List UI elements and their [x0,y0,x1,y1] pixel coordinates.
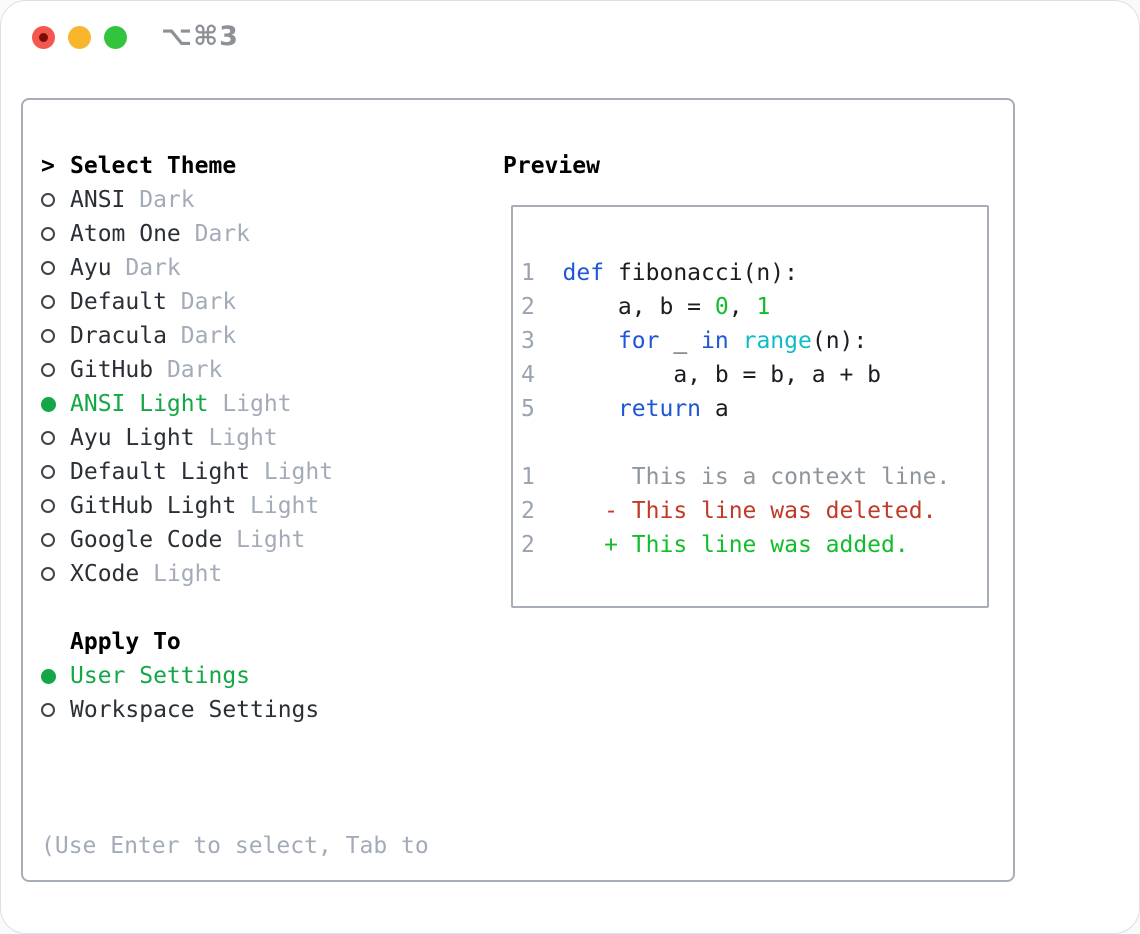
theme-option[interactable]: XCode Light [41,557,429,591]
theme-name: Ayu [70,255,112,281]
theme-variant: Light [263,459,334,485]
hint-line: (Use Enter to select, Tab to [41,833,429,859]
titlebar: ⌥⌘3 [1,1,1139,73]
preview-box: 1 def fibonacci(n): 2 a, b = 0, 1 3 for _ … [511,205,989,608]
theme-name: GitHub [70,357,154,383]
preview-line: 1 def fibonacci(n): [521,260,798,286]
radio-icon [41,363,70,377]
close-button-icon[interactable] [32,26,55,49]
radio-icon [41,261,70,275]
theme-option[interactable]: Ayu Light Light [41,421,429,455]
apply-option[interactable]: Workspace Settings [41,693,429,727]
theme-option[interactable]: Google Code Light [41,523,429,557]
theme-variant: Light [208,425,278,451]
radio-icon [41,703,70,717]
preview-line: 2 - This line was deleted. [521,498,937,524]
select-theme-title: Select Theme [70,153,237,179]
theme-option[interactable]: Ayu Dark [41,251,429,285]
theme-name: ANSI Light [70,391,209,417]
theme-variant: Light [153,561,223,587]
spacer [41,727,429,761]
theme-option[interactable]: Dracula Dark [41,319,429,353]
preview-code: 1 def fibonacci(n): 2 a, b = 0, 1 3 for _ … [521,256,983,562]
radio-icon [41,567,70,581]
radio-icon [41,465,70,479]
preview-line: 1 This is a context line. [521,464,951,490]
theme-name: GitHub Light [70,493,237,519]
theme-option[interactable]: ANSI Dark [41,183,429,217]
theme-option[interactable]: GitHub Dark [41,353,429,387]
theme-name: XCode [70,561,140,587]
radio-icon [41,431,70,445]
theme-variant: Dark [166,357,223,383]
theme-variant: Dark [194,221,251,247]
radio-selected-icon [41,396,70,412]
theme-name: Default [70,289,167,315]
radio-icon [41,329,70,343]
radio-icon [41,499,70,513]
theme-option[interactable]: ANSI Light Light [41,387,429,421]
radio-icon [41,295,70,309]
preview-line: 4 a, b = b, a + b [521,362,882,388]
minimize-button-icon[interactable] [68,26,91,49]
apply-option[interactable]: User Settings [41,659,429,693]
apply-option-label: Workspace Settings [70,697,320,723]
theme-variant: Dark [180,323,237,349]
apply-to-title: Apply To [70,629,181,655]
theme-name: Ayu Light [70,425,195,451]
theme-option[interactable]: Atom One Dark [41,217,429,251]
theme-option[interactable]: Default Light Light [41,455,429,489]
preview-title: Preview [503,153,600,179]
theme-variant: Dark [180,289,237,315]
window-title: ⌥⌘3 [161,21,239,52]
radio-icon [41,193,70,207]
theme-variant: Light [222,391,292,417]
preview-line [521,426,983,460]
theme-name: Default Light [70,459,251,485]
radio-icon [41,227,70,241]
zoom-button-icon[interactable] [104,26,127,49]
radio-icon [41,533,70,547]
preview-line: 2 + This line was added. [521,532,909,558]
theme-variant: Dark [139,187,195,213]
hint-text: (Use Enter to select, Tab to change focu… [41,761,429,933]
theme-variant: Light [236,527,306,553]
theme-name: Atom One [70,221,181,247]
theme-variant: Dark [125,255,181,281]
theme-option[interactable]: GitHub Light Light [41,489,429,523]
preview-line: 5 return a [521,396,729,422]
spacer [41,591,429,625]
preview-line: 2 a, b = 0, 1 [521,294,771,320]
select-theme-header: > Select Theme [41,149,429,183]
theme-name: Dracula [70,323,167,349]
theme-variant: Light [250,493,320,519]
preview-line: 3 for _ in range(n): [521,328,868,354]
apply-to-header: Apply To [41,625,429,659]
theme-name: ANSI [70,187,126,213]
apply-option-label: User Settings [70,663,251,689]
theme-option[interactable]: Default Dark [41,285,429,319]
radio-selected-icon [41,668,70,684]
selection-caret-icon: > [41,153,55,179]
theme-name: Google Code [70,527,223,553]
